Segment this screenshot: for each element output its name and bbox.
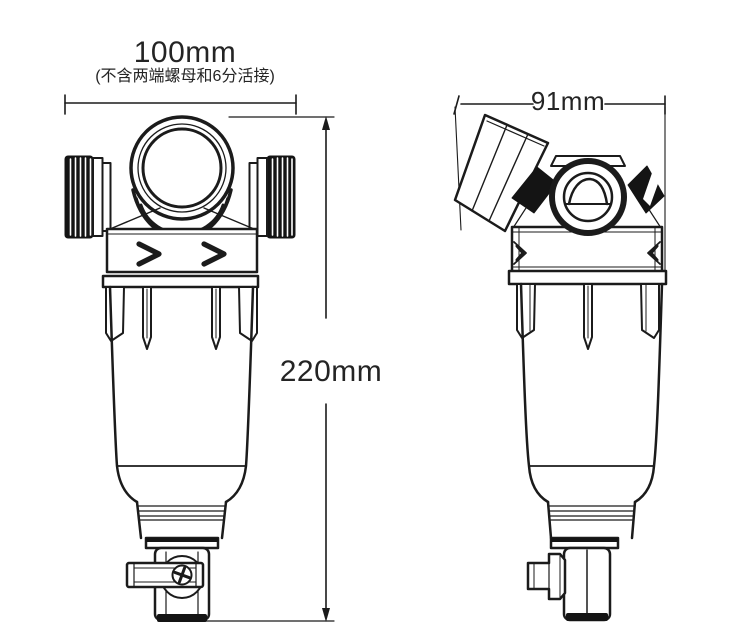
screw-icon — [171, 564, 193, 586]
width-dimension-note: (不含两端螺母和6分活接) — [95, 68, 275, 85]
drain-valve — [125, 536, 220, 622]
flow-arrow-icon — [515, 244, 525, 262]
flow-arrow-icon — [136, 241, 162, 267]
outlet-thread — [248, 155, 296, 239]
dim-depth-line — [453, 95, 666, 279]
cap-grip-opening — [567, 177, 609, 206]
flow-arrow-icon — [649, 244, 659, 262]
cap-front — [549, 155, 627, 236]
side-connectors — [511, 165, 665, 214]
width-dimension-label: 100mm — [133, 36, 237, 69]
side-view — [453, 113, 668, 622]
dim-width-line — [64, 94, 297, 115]
head-body — [101, 207, 260, 289]
front-view — [64, 115, 296, 622]
filter-housing — [108, 285, 255, 540]
lock-clips-side — [516, 283, 660, 350]
height-dimension-label: 220mm — [279, 355, 383, 388]
head-body-side — [507, 207, 668, 286]
union-nut — [453, 113, 550, 233]
flow-arrow-icon — [201, 241, 227, 267]
lock-clips — [105, 286, 258, 350]
depth-dimension-label: 91mm — [530, 86, 606, 116]
inlet-thread — [64, 155, 112, 239]
drain-valve-side — [526, 536, 620, 622]
valve-handle-end — [526, 552, 567, 601]
filter-housing-side — [519, 282, 664, 540]
cap-top — [129, 115, 235, 240]
